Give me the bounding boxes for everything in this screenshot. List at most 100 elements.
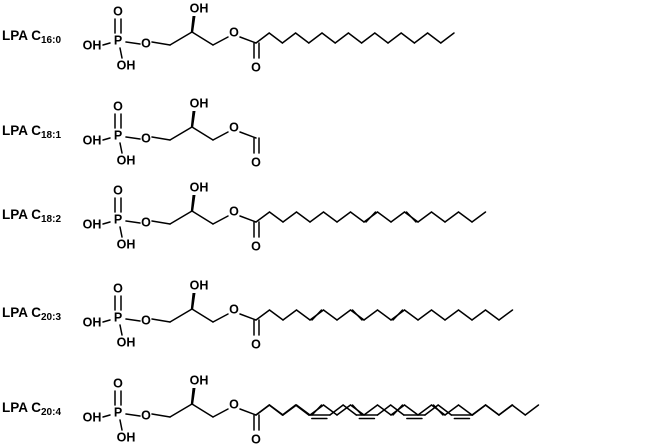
- chain-single-bond: [308, 32, 323, 44]
- molecule-label-name: LPA C: [2, 123, 41, 138]
- glycerol-bond-2: [191, 210, 214, 225]
- phosphate-hydroxyl-bottom: OH: [117, 153, 136, 167]
- chain-double-bond-inner: [351, 404, 363, 416]
- o-ch2-bond: [151, 220, 171, 225]
- chain-single-bond: [309, 211, 325, 223]
- carbonyl-oxygen: O: [251, 60, 261, 74]
- acyl-chain: [255, 32, 455, 44]
- phosphoryl-oxygen: O: [113, 99, 123, 113]
- p-oh-left-bond: [102, 319, 111, 323]
- carbonyl-oxygen: O: [251, 337, 261, 351]
- phosphoester-oxygen: O: [141, 313, 151, 327]
- phosphate-hydroxyl-left: OH: [83, 38, 102, 52]
- o-ch2-bond: [151, 41, 171, 46]
- chain-double-bond-inner: [365, 211, 377, 223]
- chain-single-bond: [376, 309, 392, 321]
- chain-single-bond: [484, 404, 500, 416]
- p-oh-bottom-bond: [119, 47, 123, 59]
- molecule-label-subscript: 18:1: [41, 130, 61, 141]
- chain-single-bond: [498, 309, 514, 321]
- o-carbonyl-bond: [239, 131, 257, 139]
- glycerol-bond-1: [169, 126, 193, 141]
- molecule-label-subscript: 16:0: [41, 35, 61, 46]
- molecule-label-subscript: 18:2: [41, 214, 61, 225]
- chain-single-bond: [281, 32, 297, 44]
- chain-single-bond: [268, 404, 284, 416]
- phosphate-hydroxyl-left: OH: [83, 133, 102, 147]
- chain-single-bond: [268, 309, 284, 321]
- chain-double-bond-inner: [405, 211, 417, 223]
- o-carbonyl-bond: [239, 408, 257, 416]
- chain-single-bond: [511, 404, 527, 416]
- chain-single-bond: [374, 32, 389, 44]
- chain-single-bond: [457, 309, 473, 321]
- chain-single-bond: [417, 309, 433, 321]
- molecule-label-subscript: 20:3: [41, 312, 61, 323]
- carbonyl-oxygen: O: [251, 432, 261, 444]
- chain-single-bond: [437, 404, 453, 416]
- chain-double-bond-inner: [392, 404, 404, 416]
- chain-single-bond: [430, 211, 446, 223]
- stereo-wedge-bond: [190, 111, 196, 127]
- glycerol-hydroxyl: OH: [190, 373, 209, 387]
- chain-single-bond: [336, 309, 352, 321]
- chain-single-bond: [363, 404, 379, 416]
- phosphoester-oxygen: O: [141, 408, 151, 422]
- chain-single-bond: [403, 309, 419, 321]
- chain-single-bond: [426, 32, 442, 44]
- chain-single-bond: [322, 211, 338, 223]
- glycerol-bond-2: [191, 308, 214, 323]
- phosphate-hydroxyl-bottom: OH: [117, 335, 136, 349]
- chain-double-bond-inner: [351, 309, 363, 321]
- acyl-chain: [255, 404, 514, 416]
- acyl-ester-oxygen: O: [229, 25, 239, 39]
- phosphorus-atom: P: [114, 212, 122, 226]
- chain-single-bond: [376, 404, 392, 416]
- p-o-ester-bond: [125, 318, 141, 322]
- chain-single-bond: [390, 211, 406, 223]
- stereo-wedge-bond: [190, 16, 196, 32]
- molecule-label-name: LPA C: [2, 207, 41, 222]
- glycerol-bond-1: [169, 31, 193, 46]
- phosphoryl-oxygen: O: [113, 376, 123, 390]
- chain-single-bond: [282, 404, 298, 416]
- phosphoryl-oxygen: O: [113, 183, 123, 197]
- carbonyl-oxygen: O: [251, 155, 261, 169]
- p-oh-bottom-bond: [119, 142, 123, 154]
- chain-single-bond: [329, 404, 344, 416]
- ch2-o-bond: [212, 408, 229, 418]
- chain-single-bond: [295, 309, 311, 321]
- glycerol-hydroxyl: OH: [190, 96, 209, 110]
- p-o-ester-bond: [125, 220, 141, 224]
- chain-single-bond: [444, 211, 460, 223]
- chain-single-bond: [400, 32, 416, 44]
- chain-single-bond: [440, 32, 455, 44]
- stereo-wedge-bond: [190, 195, 196, 211]
- glycerol-hydroxyl: OH: [190, 180, 209, 194]
- o-carbonyl-bond: [239, 313, 257, 321]
- p-oh-left-bond: [102, 137, 111, 141]
- glycerol-bond-2: [191, 126, 214, 141]
- chain-double-bond-inner: [311, 309, 323, 321]
- phosphoester-oxygen: O: [141, 131, 151, 145]
- phosphorus-atom: P: [114, 405, 122, 419]
- chain-single-bond: [349, 211, 365, 223]
- chain-single-bond: [342, 404, 358, 416]
- glycerol-hydroxyl: OH: [190, 278, 209, 292]
- chain-double-bond-inner: [432, 404, 444, 416]
- p-o-ester-bond: [125, 41, 141, 45]
- chain-single-bond: [430, 309, 446, 321]
- phosphate-hydroxyl-left: OH: [83, 217, 102, 231]
- chain-single-bond: [444, 404, 460, 416]
- p-o-ester-bond: [125, 413, 141, 417]
- p-oh-bottom-bond: [119, 226, 123, 238]
- molecule-label: LPA C18:2: [2, 207, 61, 225]
- phosphate-hydroxyl-left: OH: [83, 315, 102, 329]
- chain-single-bond: [294, 32, 310, 44]
- chain-single-bond: [376, 211, 392, 223]
- chain-single-bond: [255, 404, 271, 416]
- chain-single-bond: [457, 404, 473, 416]
